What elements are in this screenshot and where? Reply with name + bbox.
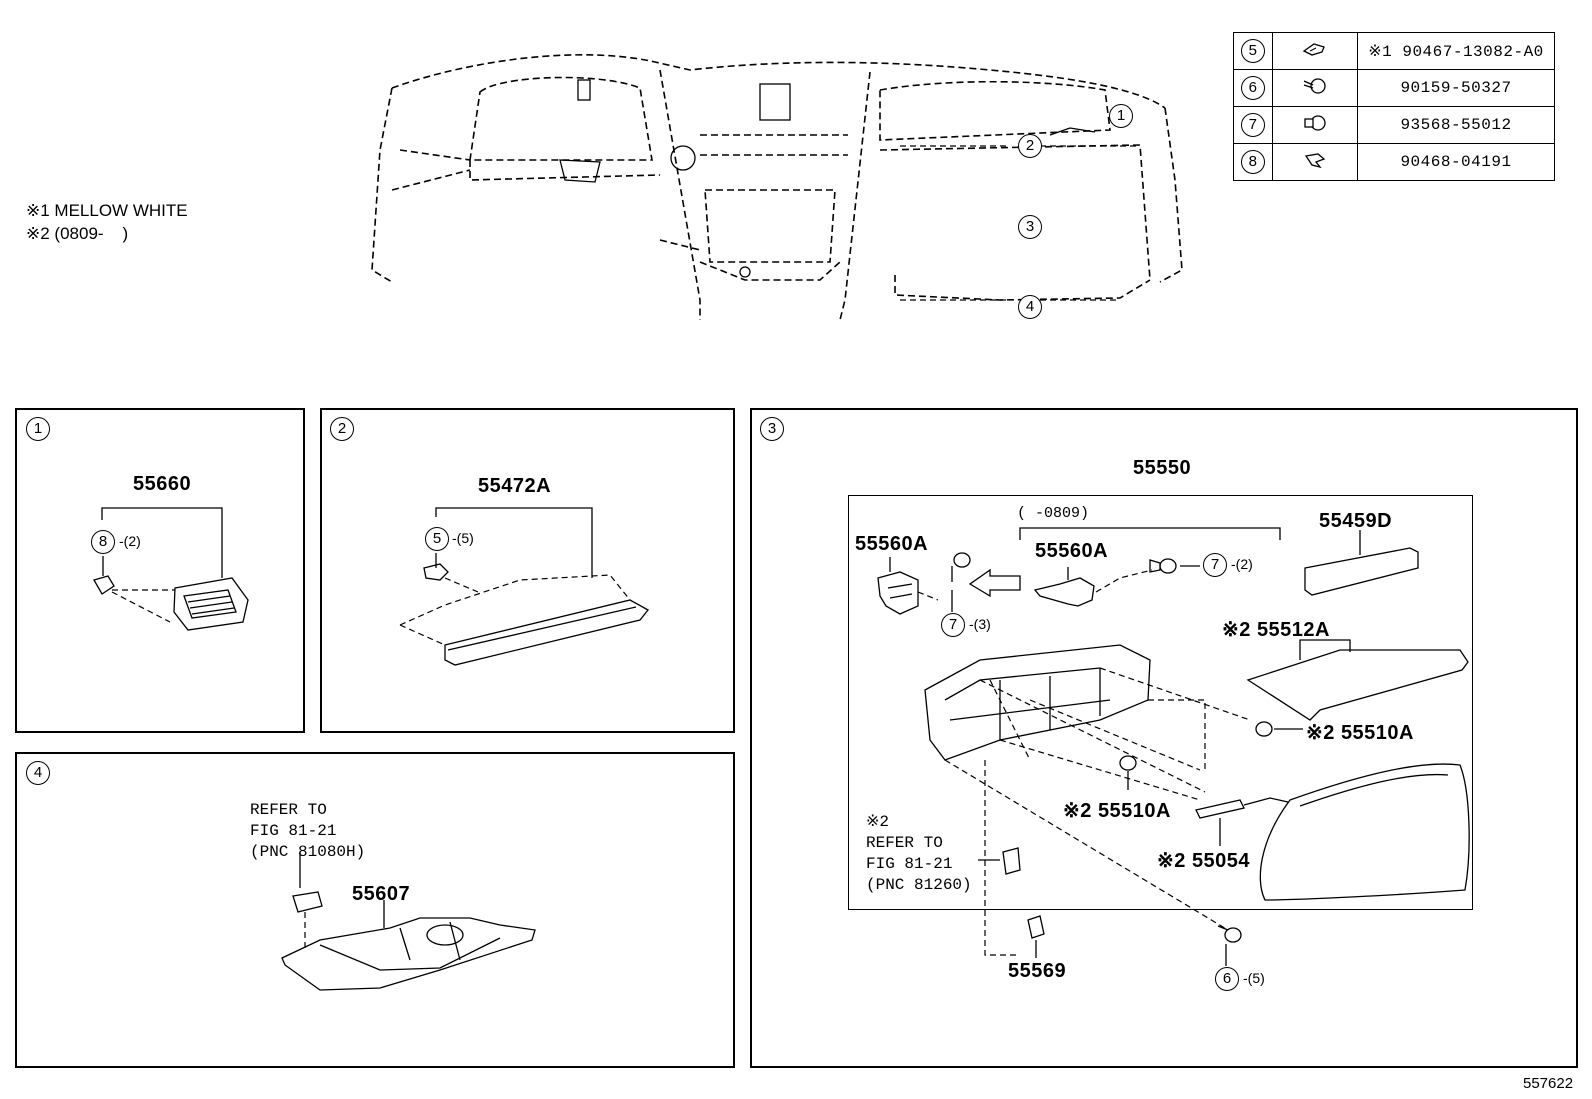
overview-callout-3: 3: [1018, 215, 1042, 239]
qty-label: -(5): [452, 530, 474, 546]
panel-2: [320, 408, 735, 733]
date-range-label: ( -0809): [1017, 505, 1090, 522]
panel-1-number: 1: [26, 417, 50, 441]
part-label-55510a-right: ※2 55510A: [1306, 722, 1414, 744]
legend-num: 8: [1241, 150, 1265, 174]
legend-num: 5: [1241, 39, 1265, 63]
callout-5: 5: [425, 527, 449, 551]
clip-icon: [1272, 143, 1358, 181]
panel-4: [15, 752, 735, 1068]
callout-6: 6: [1215, 967, 1239, 991]
fastener-legend-table: 5 ※1 90467-13082-A0 6 90159-50327 7 9356…: [1233, 32, 1555, 181]
legend-row: 5 ※1 90467-13082-A0: [1233, 32, 1555, 70]
overview-callout-2: 2: [1018, 134, 1042, 158]
legend-row: 8 90468-04191: [1233, 143, 1555, 181]
panel-3: [750, 408, 1578, 1068]
qty-label: -(2): [119, 533, 141, 549]
legend-part-number: 90468-04191: [1357, 143, 1555, 181]
part-label-55660: 55660: [133, 473, 192, 495]
refer-to-fig-81260: ※2 REFER TO FIG 81-21 (PNC 81260): [866, 813, 972, 894]
part-label-55569: 55569: [1008, 960, 1067, 982]
part-label-55550: 55550: [1133, 457, 1192, 479]
part-label-55472a: 55472A: [478, 475, 552, 497]
qty-label: -(3): [969, 616, 991, 632]
panel-1: [15, 408, 305, 733]
part-label-55054: ※2 55054: [1157, 850, 1251, 872]
part-label-55560a-left: 55560A: [855, 533, 929, 555]
qty-label: -(5): [1243, 970, 1265, 986]
bolt-icon: [1272, 106, 1358, 144]
part-label-55459d: 55459D: [1319, 510, 1393, 532]
panel-4-number: 4: [26, 761, 50, 785]
qty-label: -(2): [1231, 556, 1253, 572]
part-label-55560a-right: 55560A: [1035, 540, 1109, 562]
callout-7: 7: [1203, 553, 1227, 577]
assembly-box-55550: [848, 495, 1473, 910]
diagram-id: 557622: [1523, 1075, 1574, 1092]
refer-to-fig-81080h: REFER TO FIG 81-21 (PNC 81080H): [250, 801, 366, 861]
part-label-55512a: ※2 55512A: [1222, 619, 1330, 641]
overview-callout-4: 4: [1018, 295, 1042, 319]
callout-8: 8: [91, 530, 115, 554]
legend-num: 6: [1241, 76, 1265, 100]
part-label-55510a-center: ※2 55510A: [1063, 800, 1171, 822]
note-mellow-white: ※1 MELLOW WHITE: [26, 201, 188, 220]
panel-3-number: 3: [760, 417, 784, 441]
note-date-range: ※2 (0809- ): [26, 224, 129, 243]
overview-callout-1: 1: [1109, 104, 1133, 128]
callout-7: 7: [941, 613, 965, 637]
part-label-55607: 55607: [352, 883, 411, 905]
legend-num: 7: [1241, 113, 1265, 137]
panel-2-number: 2: [330, 417, 354, 441]
